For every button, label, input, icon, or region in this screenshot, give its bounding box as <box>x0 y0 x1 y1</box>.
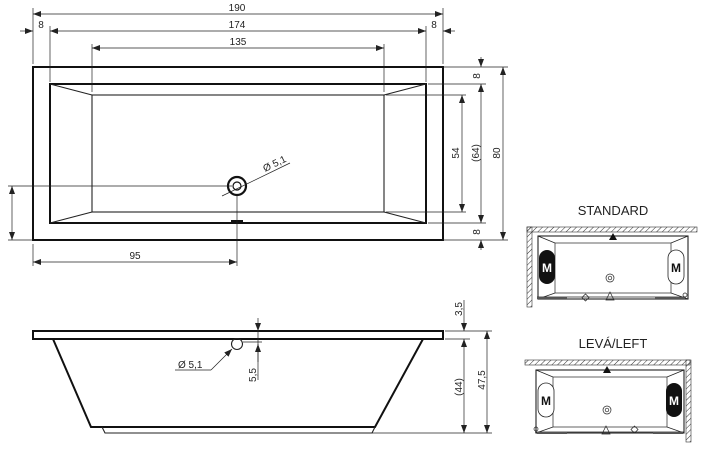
dim-rim-height: 3,5 <box>454 302 465 316</box>
dim-inner-depth: (44) <box>454 378 465 396</box>
basin-bottom-outline <box>91 94 385 213</box>
motor-icon <box>667 249 685 285</box>
layout-title: LEVÁ/LEFT <box>579 336 648 351</box>
wall-hatch <box>524 359 691 366</box>
rim-profile <box>32 330 444 340</box>
overflow-hole <box>230 337 244 351</box>
dim-rim-right: 8 <box>431 20 437 31</box>
dim-inner-width: (64) <box>471 144 482 162</box>
motor-label: M <box>542 261 552 275</box>
dim-drain-diameter: Ø 5,1 <box>261 154 288 175</box>
basin-slope-lines <box>49 83 427 224</box>
motor-icon <box>537 382 555 418</box>
dim-overall-height: 47,5 <box>477 370 488 390</box>
inner-rim-outline <box>49 83 427 224</box>
motor-label: M <box>669 394 679 408</box>
wall-hatch <box>526 226 698 233</box>
layout-standard: STANDARD M M <box>526 203 698 308</box>
motor-label: M <box>541 394 551 408</box>
dim-rim-bottom: 8 <box>472 229 483 235</box>
control-diamond-icon <box>581 293 590 302</box>
dimension-lines <box>8 8 508 266</box>
layout-left: LEVÁ/LEFT M M <box>524 336 692 443</box>
top-view: 190 174 8 8 135 8 54 (64) 80 8 Ø 5,1 95 <box>8 3 508 266</box>
dim-overall-width: 80 <box>492 147 503 159</box>
layout-title: STANDARD <box>578 203 649 218</box>
tub-base-profile <box>101 426 376 434</box>
side-dimension-lines <box>175 300 492 434</box>
dim-overflow-offset: 5,5 <box>248 368 259 382</box>
motor-icon <box>539 250 555 284</box>
dim-drain-offset: 95 <box>129 251 141 262</box>
side-view: 3,5 (44) 47,5 5,5 Ø 5,1 <box>32 300 492 434</box>
faucet-marker-icon <box>609 233 617 240</box>
tub-body-profile <box>52 338 424 428</box>
control-triangle-icon <box>601 425 611 435</box>
dim-bottom-width: 54 <box>451 147 462 159</box>
dim-inner-length: 174 <box>229 20 246 31</box>
control-diamond-icon <box>630 425 639 434</box>
dim-bottom-length: 135 <box>230 37 247 48</box>
dim-overflow-diameter: Ø 5,1 <box>178 360 203 371</box>
dim-rim-left: 8 <box>38 20 44 31</box>
faucet-marker-icon <box>603 366 611 373</box>
motor-label: M <box>671 261 681 275</box>
dim-rim-top: 8 <box>472 73 483 79</box>
dim-overall-length: 190 <box>229 3 246 14</box>
motor-icon <box>666 383 682 417</box>
outer-rim-outline <box>32 66 444 241</box>
control-triangle-icon <box>605 291 615 301</box>
wall-hatch <box>526 226 533 308</box>
wall-hatch <box>685 359 692 443</box>
